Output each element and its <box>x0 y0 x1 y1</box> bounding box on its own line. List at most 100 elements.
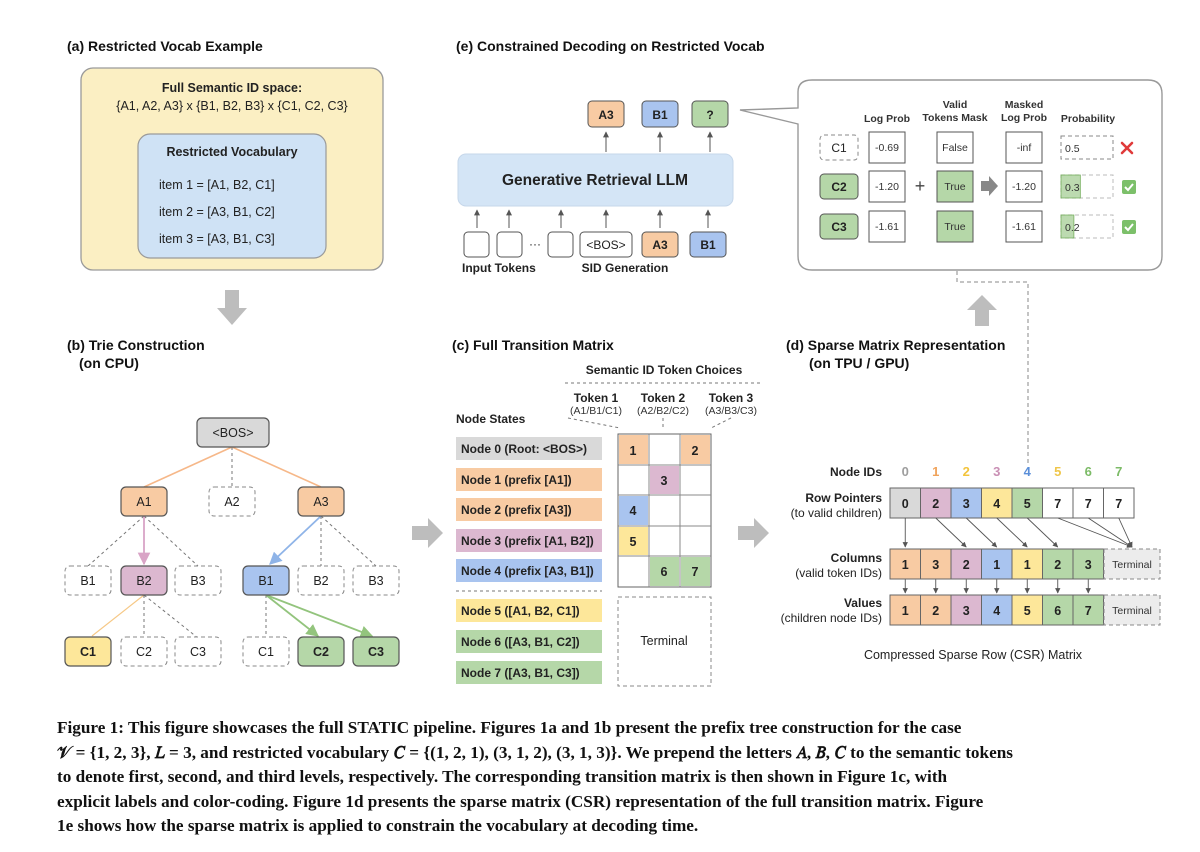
node-state-label: Node 6 ([A3, B1, C2]) <box>461 635 580 649</box>
col-header-mask: Valid <box>943 99 968 111</box>
panel-a-title: (a) Restricted Vocab Example <box>67 38 263 54</box>
panel-e: (e) Constrained Decoding on Restricted V… <box>456 38 1163 275</box>
matrix-cell-value: 3 <box>661 474 668 488</box>
token-subheader: (A2/B2/C2) <box>637 405 689 417</box>
value-cell <box>981 594 1013 626</box>
masked-value: -1.61 <box>1012 221 1036 233</box>
trie-node <box>174 565 222 596</box>
csr-pointer-arrows <box>902 517 1133 594</box>
node-id: 1 <box>932 464 939 479</box>
probability-bar <box>1060 214 1075 239</box>
log-prob-cell <box>868 210 906 243</box>
terminal-cell-label: Terminal <box>1112 605 1152 617</box>
node-id: 3 <box>993 464 1000 479</box>
prob-value: 0.3 <box>1065 182 1080 194</box>
col-header-masked: Log Prob <box>1001 112 1047 124</box>
right-arrow-icon <box>412 518 443 548</box>
caption-line: 1e shows how the sparse matrix is applie… <box>57 816 699 836</box>
values-label: Values <box>844 596 882 610</box>
row-pointer-arrow <box>935 517 967 548</box>
trie-node-label: A2 <box>224 495 239 509</box>
row-pointer-value: 5 <box>1024 497 1031 511</box>
trie-node-label: C2 <box>313 645 329 659</box>
panel-b-title: (b) Trie Construction <box>67 337 205 353</box>
masked-value: -inf <box>1017 142 1032 154</box>
space-expr: {A1, A2, A3} x {B1, B2, B3} x {C1, C2, C… <box>116 99 347 113</box>
mask-cell <box>936 131 974 164</box>
token-choices-title: Semantic ID Token Choices <box>586 363 743 377</box>
prob-track <box>1060 135 1114 160</box>
node-state-row <box>456 630 602 653</box>
trie-node-label: B3 <box>368 574 383 588</box>
column-value: 3 <box>932 558 939 572</box>
masked-value: -1.20 <box>1012 181 1036 193</box>
matrix-cell-value: 6 <box>661 565 668 579</box>
row-pointer-arrow <box>1026 517 1059 548</box>
panel-b: (b) Trie Construction (on CPU) <BOS> A1 … <box>64 337 400 667</box>
node-state-label: Node 3 (prefix [A1, B2]) <box>461 534 594 548</box>
down-arrow-icon <box>217 290 247 325</box>
output-token <box>641 100 679 128</box>
value-value: 5 <box>1024 604 1031 618</box>
mask-connector <box>954 243 1029 463</box>
column-cell <box>950 548 982 580</box>
trie-node-label: <BOS> <box>213 426 254 440</box>
trie-node-label: B2 <box>313 574 328 588</box>
trie-node-bos <box>196 417 270 448</box>
node-state-row <box>456 498 602 521</box>
trie-node-label: C3 <box>368 645 384 659</box>
trie-node-label: C3 <box>190 645 206 659</box>
output-token-label: B1 <box>652 108 668 122</box>
mask-cell <box>936 210 974 243</box>
row-pointers-label: Row Pointers <box>805 491 882 505</box>
input-token <box>496 231 523 258</box>
trie-node <box>64 565 112 596</box>
trie-node <box>242 636 290 667</box>
row-pointer-value: 3 <box>963 497 970 511</box>
vocab-title: Restricted Vocabulary <box>166 145 297 159</box>
trie-node <box>120 565 168 596</box>
trie-node <box>352 636 400 667</box>
masked-cell <box>1005 170 1043 203</box>
matrix-cell <box>650 466 679 494</box>
column-value: 2 <box>1054 558 1061 572</box>
mask-value: True <box>944 181 965 193</box>
value-cell <box>1042 594 1074 626</box>
node-state-row <box>456 529 602 552</box>
terminal-block <box>617 596 712 687</box>
sid-generation-label: SID Generation <box>582 261 669 275</box>
input-token-label: A3 <box>652 238 668 252</box>
pipeline-figure: (a) Restricted Vocab Example Full Semant… <box>64 38 1163 687</box>
output-token-label: A3 <box>598 108 614 122</box>
matrix-cell <box>619 527 648 555</box>
terminal-cell <box>1103 594 1161 626</box>
panel-d: (d) Sparse Matrix Representation (on TPU… <box>781 337 1161 662</box>
masked-cell <box>1005 210 1043 243</box>
trie-node-label: B3 <box>190 574 205 588</box>
trie-node-label: A3 <box>313 495 328 509</box>
node-state-row <box>456 437 602 460</box>
panel-d-title: (d) Sparse Matrix Representation <box>786 337 1005 353</box>
terminal-cell-label: Terminal <box>1112 559 1152 571</box>
matrix-cell-value: 7 <box>692 565 699 579</box>
input-token <box>641 231 679 258</box>
input-token-label: B1 <box>700 238 716 252</box>
column-value: 1 <box>993 558 1000 572</box>
candidate-token <box>819 213 859 240</box>
prob-value: 0.5 <box>1065 143 1080 155</box>
values-sub: (children node IDs) <box>781 611 882 625</box>
panel-e-title: (e) Constrained Decoding on Restricted V… <box>456 38 765 54</box>
value-value: 2 <box>932 604 939 618</box>
row-pointer-cell <box>950 487 982 519</box>
cross-icon <box>1120 141 1134 155</box>
trie-node <box>352 565 400 596</box>
row-pointer-value: 0 <box>902 497 909 511</box>
col-header-masked: Masked <box>1005 99 1044 111</box>
input-tokens-label: Input Tokens <box>462 261 536 275</box>
node-id: 4 <box>1024 464 1032 479</box>
column-cell <box>920 548 952 580</box>
right-arrow-icon <box>738 518 769 548</box>
trie-node-label: C2 <box>136 645 152 659</box>
